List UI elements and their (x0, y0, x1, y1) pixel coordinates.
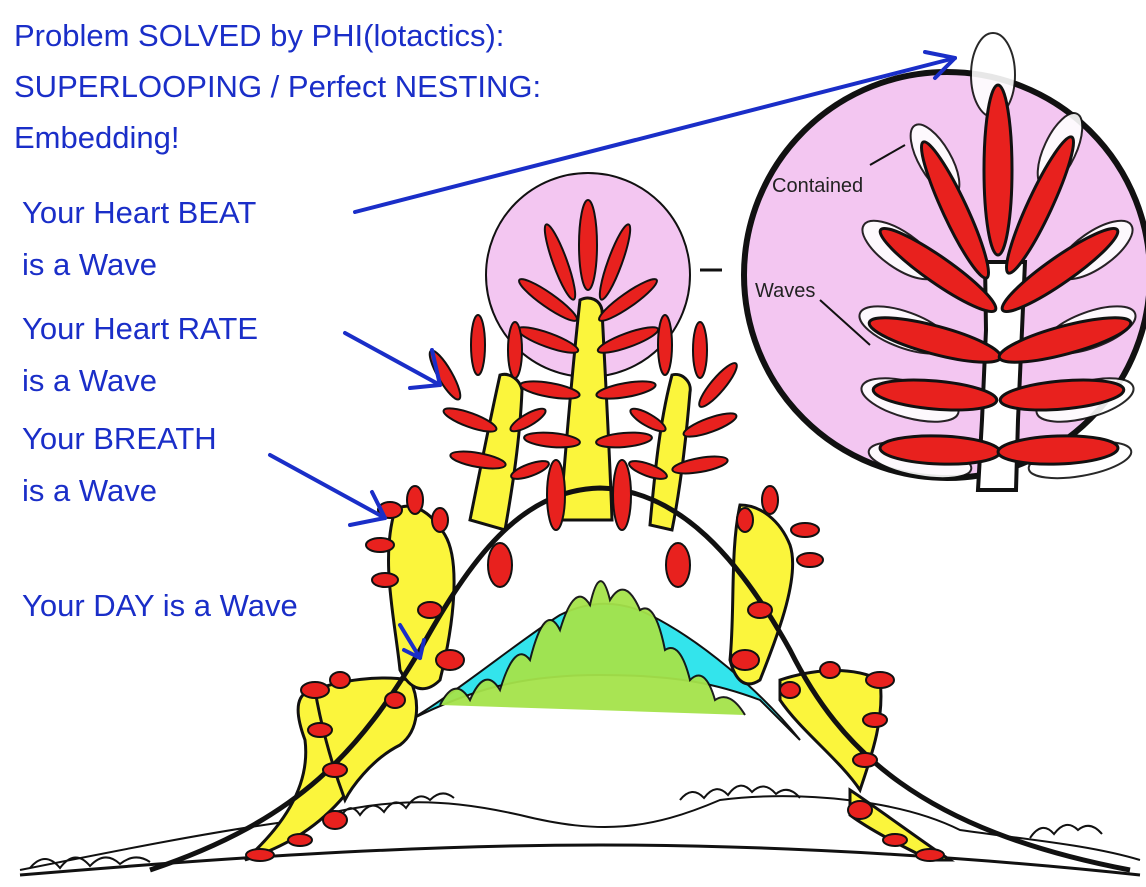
heart-beat-label-line-2: is a Wave (22, 249, 157, 280)
heart-rate-label-line-2: is a Wave (22, 365, 157, 396)
title-line-2: SUPERLOOPING / Perfect NESTING: (14, 71, 541, 102)
heart-beat-label-line-1: Your Heart BEAT (22, 197, 256, 228)
baseline-waves (20, 786, 1140, 875)
title-line-1: Problem SOLVED by PHI(lotactics): (14, 20, 504, 51)
zoom-circle (744, 33, 1146, 490)
breath-label-line-1: Your BREATH (22, 423, 217, 454)
zoom-contained-label: Contained (772, 175, 863, 198)
zoom-waves-label: Waves (755, 280, 815, 303)
heart-rate-arrow (345, 333, 440, 385)
day-label: Your DAY is a Wave (22, 590, 298, 621)
title-line-3: Embedding! (14, 122, 179, 153)
breath-arrow (270, 455, 385, 518)
heart-rate-label-line-1: Your Heart RATE (22, 313, 258, 344)
breath-label-line-2: is a Wave (22, 475, 157, 506)
